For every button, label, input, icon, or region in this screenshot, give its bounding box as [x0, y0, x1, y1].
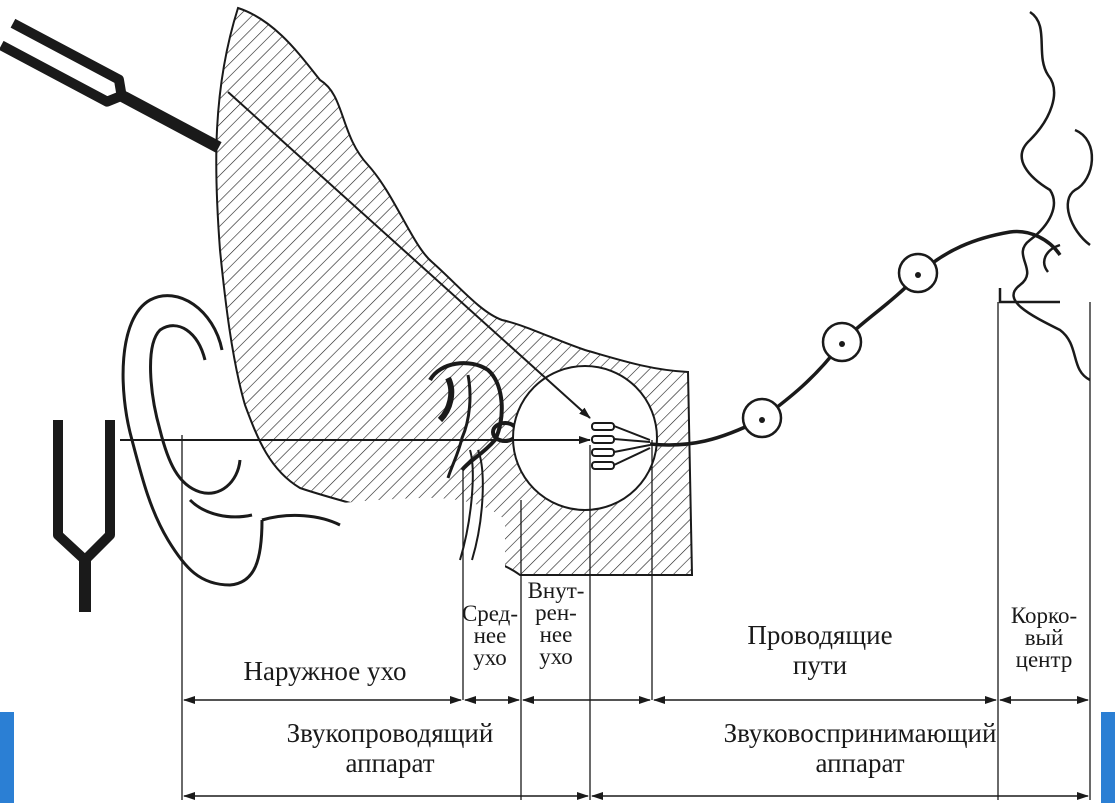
tuning-fork-icon: [1, 23, 225, 158]
label-perceiving-apparatus: Звуковоспринимающий аппарат: [690, 718, 1030, 778]
tuning-fork-icon: [58, 420, 110, 612]
ear-canal-cutout: [262, 498, 505, 575]
label-conducting-apparatus: Звукопроводящий аппарат: [240, 718, 540, 778]
label-inner-ear: Внут- рен- нее ухо: [522, 580, 590, 668]
label-outer-ear: Наружное ухо: [200, 656, 450, 686]
inner-ear-circle: [513, 366, 657, 510]
label-middle-ear: Сред- нее ухо: [458, 603, 522, 669]
label-pathways: Проводящие пути: [700, 620, 940, 680]
brain-cortex-icon: [1000, 12, 1092, 380]
left-accent-bar: [0, 712, 14, 803]
right-accent-bar: [1101, 712, 1115, 803]
label-cortical-center: Корко- вый центр: [998, 605, 1090, 671]
